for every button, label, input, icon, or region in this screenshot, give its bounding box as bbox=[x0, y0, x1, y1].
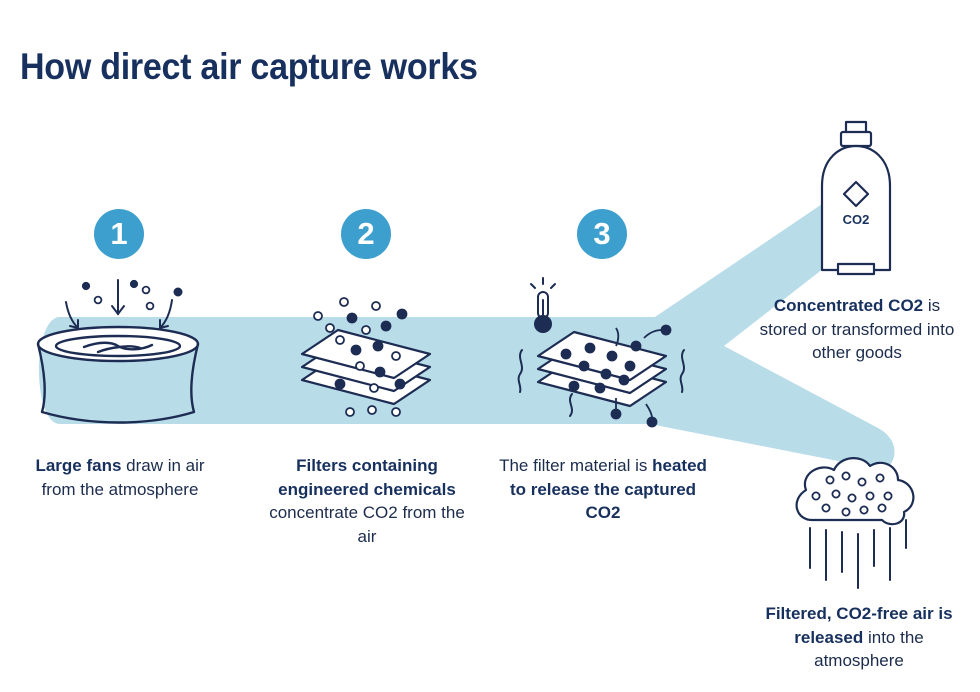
step-2-badge: 2 bbox=[341, 209, 391, 259]
co2-particles-filter bbox=[313, 297, 408, 417]
released-caption: Filtered, CO2-free air is released into … bbox=[748, 602, 970, 673]
stored-caption: Concentrated CO2 is stored or transforme… bbox=[752, 294, 962, 365]
step-2-caption-text: concentrate CO2 from the air bbox=[269, 503, 465, 546]
stored-caption-text: is stored or transformed into other good… bbox=[759, 296, 955, 362]
released-co2-particles bbox=[560, 324, 672, 428]
heat-waves bbox=[517, 349, 685, 417]
cloud-particles bbox=[811, 471, 893, 517]
air-flow-band bbox=[39, 200, 895, 470]
step-3-caption: The filter material is heated to release… bbox=[498, 454, 708, 525]
fan-icon bbox=[36, 325, 200, 424]
step-3-badge: 3 bbox=[577, 209, 627, 259]
step-3-caption-lead: The filter material is bbox=[499, 456, 653, 475]
page-title: How direct air capture works bbox=[20, 46, 478, 87]
step-1-caption: Large fans draw in air from the atmosphe… bbox=[20, 454, 220, 501]
incoming-air-arrows bbox=[65, 279, 173, 330]
step-2-caption-bold: Filters containing engineered chemicals bbox=[278, 456, 456, 499]
step-2-caption: Filters containing engineered chemicals … bbox=[262, 454, 472, 548]
co2-tank-icon bbox=[820, 120, 892, 276]
tank-co2-label: CO2 bbox=[843, 212, 870, 227]
step-1-badge: 1 bbox=[94, 209, 144, 259]
cloud-icon bbox=[795, 457, 915, 526]
air-particles bbox=[81, 279, 183, 311]
released-caption-text: into the atmosphere bbox=[814, 627, 924, 671]
thermometer-icon bbox=[530, 277, 556, 333]
step-1-caption-bold: Large fans bbox=[35, 456, 122, 475]
released-caption-bold: Filtered, CO2-free air is released bbox=[765, 604, 953, 647]
step-1-caption-text: draw in air from the atmosphere bbox=[41, 456, 205, 499]
clean-air-lines bbox=[809, 519, 907, 589]
stored-caption-bold: Concentrated CO2 bbox=[773, 296, 924, 315]
step-3-caption-bold: heated to release the captured CO2 bbox=[509, 456, 707, 522]
